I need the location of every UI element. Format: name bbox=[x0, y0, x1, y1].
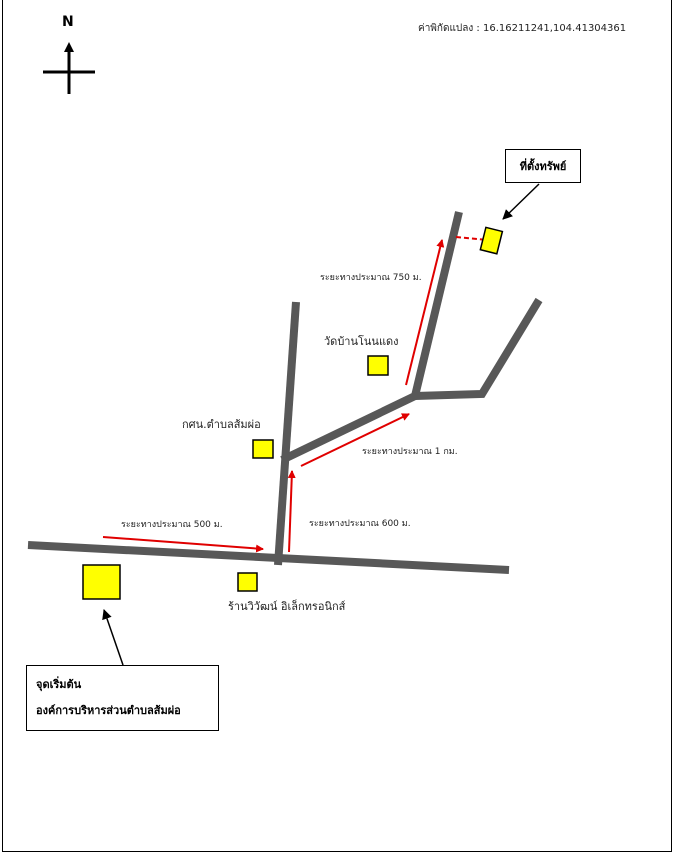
route-arrow-750 bbox=[405, 239, 445, 386]
childcare-marker bbox=[252, 439, 274, 459]
diagonal-road bbox=[280, 392, 417, 464]
start-point-name: องค์การบริหารส่วนตำบลส้มผ่อ bbox=[36, 704, 181, 717]
pointer-arrows bbox=[102, 183, 540, 666]
north-label: N bbox=[62, 14, 74, 30]
temple-marker bbox=[367, 355, 389, 376]
east-branch-road bbox=[414, 297, 543, 400]
start-point-title: จุดเริ่มต้น bbox=[36, 678, 82, 691]
property-pointer-arrow bbox=[502, 183, 540, 220]
start-marker bbox=[82, 564, 121, 600]
main-road bbox=[27, 541, 510, 574]
north-arrow-icon bbox=[43, 42, 95, 94]
distance-label-600: ระยะทางประมาณ 600 ม. bbox=[309, 519, 411, 529]
markers bbox=[82, 226, 504, 600]
road-to-property bbox=[411, 211, 463, 397]
childcare-label: กศน.ตำบลส้มผ่อ bbox=[182, 418, 261, 431]
start-point-box: จุดเริ่มต้น องค์การบริหารส่วนตำบลส้มผ่อ bbox=[26, 665, 219, 731]
distance-label-750: ระยะทางประมาณ 750 ม. bbox=[320, 273, 422, 283]
distance-label-1km: ระยะทางประมาณ 1 กม. bbox=[362, 447, 458, 457]
shop-label: ร้านวิวัฒน์ อิเล็กทรอนิกส์ bbox=[228, 600, 346, 613]
route-arrow-1km bbox=[300, 413, 410, 467]
shop-marker bbox=[237, 572, 258, 592]
coordinates-text: ค่าพิกัดแปลง : 16.16211241,104.41304361 bbox=[418, 23, 627, 34]
roads bbox=[27, 211, 543, 574]
property-marker bbox=[479, 226, 504, 255]
north-road bbox=[274, 301, 300, 566]
property-label: ที่ตั้งทรัพย์ bbox=[519, 160, 567, 173]
temple-label: วัดบ้านโนนแดง bbox=[324, 335, 399, 348]
distance-label-500: ระยะทางประมาณ 500 ม. bbox=[121, 520, 223, 530]
route-arrow-500 bbox=[102, 536, 264, 553]
route-arrow-600 bbox=[287, 470, 296, 553]
start-pointer-arrow bbox=[102, 609, 124, 666]
property-label-box: ที่ตั้งทรัพย์ bbox=[505, 149, 581, 183]
